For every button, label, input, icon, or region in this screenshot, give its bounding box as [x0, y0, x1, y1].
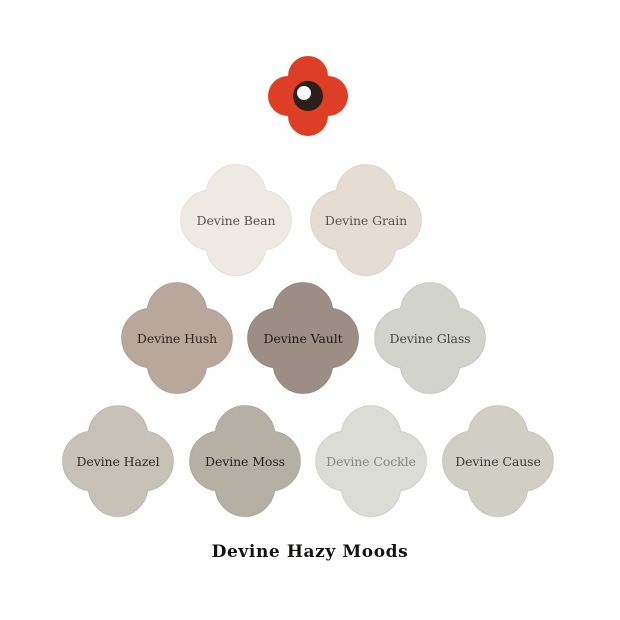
palette-title: Devine Hazy Moods	[211, 542, 409, 562]
swatch-devine-cockle: Devine Cockle	[315, 405, 427, 518]
quatrefoil-swatch-icon	[316, 406, 426, 516]
swatch-label: Devine Grain	[324, 212, 408, 228]
quatrefoil-swatch-icon	[311, 165, 421, 275]
swatch-devine-hush: Devine Hush	[121, 282, 233, 395]
swatch-devine-vault: Devine Vault	[247, 282, 359, 395]
swatch-devine-hazel: Devine Hazel	[62, 405, 174, 518]
quatrefoil-swatch-icon	[190, 406, 300, 516]
swatch-devine-glass: Devine Glass	[374, 282, 486, 395]
brand-logo	[268, 56, 348, 136]
quatrefoil-swatch-icon	[375, 283, 485, 393]
swatch-label: Devine Glass	[389, 330, 471, 346]
swatch-label: Devine Vault	[263, 330, 343, 346]
swatch-label: Devine Moss	[205, 453, 285, 469]
swatch-devine-bean: Devine Bean	[180, 164, 292, 277]
swatch-devine-grain: Devine Grain	[310, 164, 422, 277]
quatrefoil-swatch-icon	[122, 283, 232, 393]
red-flower-logo-icon	[268, 56, 348, 136]
swatch-devine-moss: Devine Moss	[189, 405, 301, 518]
logo-highlight	[297, 86, 311, 100]
swatch-label: Devine Hazel	[76, 453, 160, 469]
swatch-label: Devine Cockle	[326, 453, 416, 469]
swatch-devine-cause: Devine Cause	[442, 405, 554, 518]
swatch-label: Devine Cause	[455, 453, 541, 469]
swatch-label: Devine Bean	[196, 212, 276, 228]
swatch-label: Devine Hush	[136, 330, 218, 346]
quatrefoil-swatch-icon	[443, 406, 553, 516]
quatrefoil-swatch-icon	[63, 406, 173, 516]
quatrefoil-swatch-icon	[248, 283, 358, 393]
quatrefoil-swatch-icon	[181, 165, 291, 275]
